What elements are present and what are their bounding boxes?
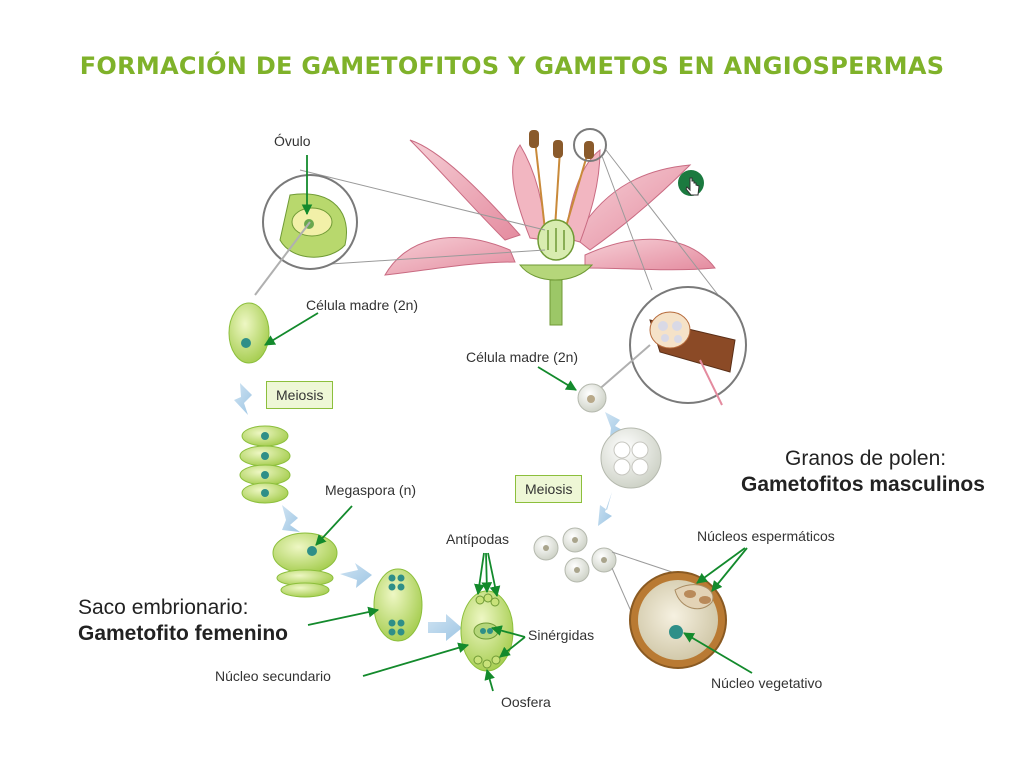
- label-nucleo-secundario: Núcleo secundario: [215, 668, 331, 684]
- label-granos-de-polen: Granos de polen: Gametofitos masculinos: [741, 446, 985, 498]
- granos-line2: Gametofitos masculinos: [741, 473, 985, 496]
- page-title: FORMACIÓN DE GAMETOFITOS Y GAMETOS EN AN…: [79, 52, 945, 80]
- label-nucleo-vegetativo: Núcleo vegetativo: [711, 675, 823, 691]
- label-arrows: [264, 155, 753, 692]
- label-nucleos-espermaticos: Núcleos espermáticos: [697, 528, 835, 544]
- label-sinergidas: Sinérgidas: [528, 627, 595, 643]
- saco-line2: Gametofito femenino: [78, 622, 289, 645]
- meiosis-box-female: Meiosis: [266, 381, 334, 409]
- male-pathway: [533, 383, 727, 669]
- hand-pointer-icon: [676, 168, 708, 200]
- label-megaspora: Megaspora (n): [325, 482, 417, 498]
- saco-line1: Saco embrionario:: [78, 596, 249, 619]
- label-celula-madre-masculina: Célula madre (2n): [466, 349, 579, 365]
- label-saco-embrionario: Saco embrionario: Gametofito femenino: [78, 595, 288, 647]
- granos-line1: Granos de polen:: [785, 447, 947, 470]
- label-celula-madre-femenina: Célula madre (2n): [306, 297, 419, 313]
- anther-zoom: [573, 128, 747, 406]
- label-oosfera: Oosfera: [501, 694, 551, 710]
- label-antipodas: Antípodas: [446, 531, 510, 547]
- meiosis-box-male: Meiosis: [515, 475, 583, 503]
- label-ovulo: Óvulo: [274, 133, 311, 149]
